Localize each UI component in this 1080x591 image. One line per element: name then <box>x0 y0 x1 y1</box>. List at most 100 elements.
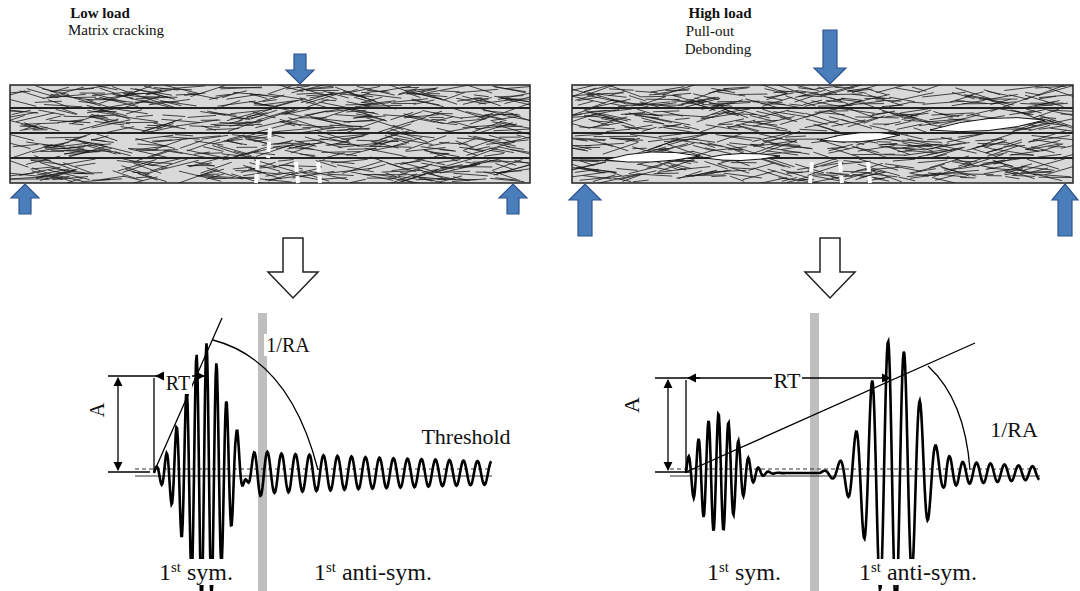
fiber <box>91 139 113 142</box>
fiber <box>331 159 368 163</box>
fiber <box>466 112 506 121</box>
fiber <box>383 124 411 134</box>
fiber <box>228 120 242 123</box>
fiber <box>751 144 766 148</box>
annotation-label: 1st anti-sym. <box>312 559 434 585</box>
mode-separator <box>810 313 819 591</box>
fiber <box>64 150 88 152</box>
fiber <box>323 91 349 98</box>
fiber <box>1047 110 1072 115</box>
fiber <box>382 170 423 172</box>
fiber <box>819 110 849 112</box>
fiber <box>75 163 95 166</box>
fiber <box>342 161 382 173</box>
fiber <box>804 98 845 106</box>
fiber <box>11 100 37 107</box>
fiber <box>723 87 750 89</box>
annotation-label: Matrix cracking <box>66 22 166 39</box>
fiber <box>934 147 965 157</box>
fiber <box>25 123 59 124</box>
fiber <box>306 95 336 104</box>
fiber <box>602 117 617 120</box>
fiber <box>800 129 828 131</box>
fiber <box>506 99 530 100</box>
fiber <box>289 147 314 149</box>
fiber <box>916 164 944 172</box>
fiber <box>986 142 1022 153</box>
fiber <box>248 166 277 169</box>
fiber <box>693 145 712 150</box>
fiber <box>1061 144 1073 149</box>
fiber <box>408 112 423 117</box>
fiber <box>994 162 1013 166</box>
fiber <box>356 111 374 113</box>
fiber <box>10 133 34 140</box>
fiber <box>201 162 232 173</box>
fiber <box>891 93 933 102</box>
fiber <box>592 93 624 94</box>
fiber <box>498 147 530 155</box>
fiber <box>451 121 480 129</box>
fiber <box>152 140 172 141</box>
fiber <box>416 93 441 99</box>
fiber <box>743 171 776 180</box>
fiber <box>96 134 117 141</box>
fiber <box>279 165 322 167</box>
fiber <box>659 134 682 137</box>
fiber <box>337 165 374 172</box>
fiber <box>603 142 639 154</box>
load-arrows <box>11 30 1078 236</box>
fiber <box>572 85 600 94</box>
fiber <box>32 168 72 182</box>
fiber <box>990 101 1012 108</box>
fiber <box>391 103 416 104</box>
fiber <box>594 136 638 137</box>
fiber <box>122 166 150 175</box>
fiber <box>579 127 615 129</box>
fiber <box>910 113 928 115</box>
fiber <box>396 170 438 183</box>
fiber <box>987 91 1008 95</box>
transition-arrow <box>268 238 855 298</box>
fiber <box>372 144 407 151</box>
fiber <box>847 88 870 91</box>
fiber <box>298 139 328 141</box>
fiber <box>479 99 516 104</box>
fiber <box>589 140 613 147</box>
fiber <box>768 169 793 176</box>
fiber <box>456 141 474 148</box>
fiber <box>377 85 415 94</box>
fiber <box>135 135 173 140</box>
fiber <box>1022 166 1055 170</box>
fiber <box>70 147 84 148</box>
fiber <box>757 140 797 154</box>
fiber <box>263 100 277 102</box>
fiber <box>815 179 833 182</box>
fiber <box>1033 174 1071 177</box>
fiber <box>123 176 143 181</box>
fiber <box>700 127 716 132</box>
fiber <box>10 109 38 113</box>
fiber <box>218 146 249 155</box>
fiber <box>603 143 628 151</box>
fiber <box>717 92 745 96</box>
fiber <box>434 117 453 122</box>
fiber <box>496 164 515 170</box>
fiber <box>976 142 1005 147</box>
fiber <box>1039 96 1056 99</box>
fiber <box>145 167 168 175</box>
fiber <box>163 115 186 117</box>
fiber <box>301 93 333 103</box>
fiber <box>873 171 902 181</box>
fiber <box>623 174 644 181</box>
fiber <box>459 147 485 150</box>
fiber <box>931 173 955 175</box>
fiber <box>357 146 382 147</box>
fiber <box>423 150 458 161</box>
fiber <box>363 174 407 175</box>
fiber <box>367 90 389 92</box>
fiber <box>195 141 224 145</box>
fiber <box>776 130 791 132</box>
fiber <box>456 98 486 104</box>
fiber <box>23 124 40 130</box>
